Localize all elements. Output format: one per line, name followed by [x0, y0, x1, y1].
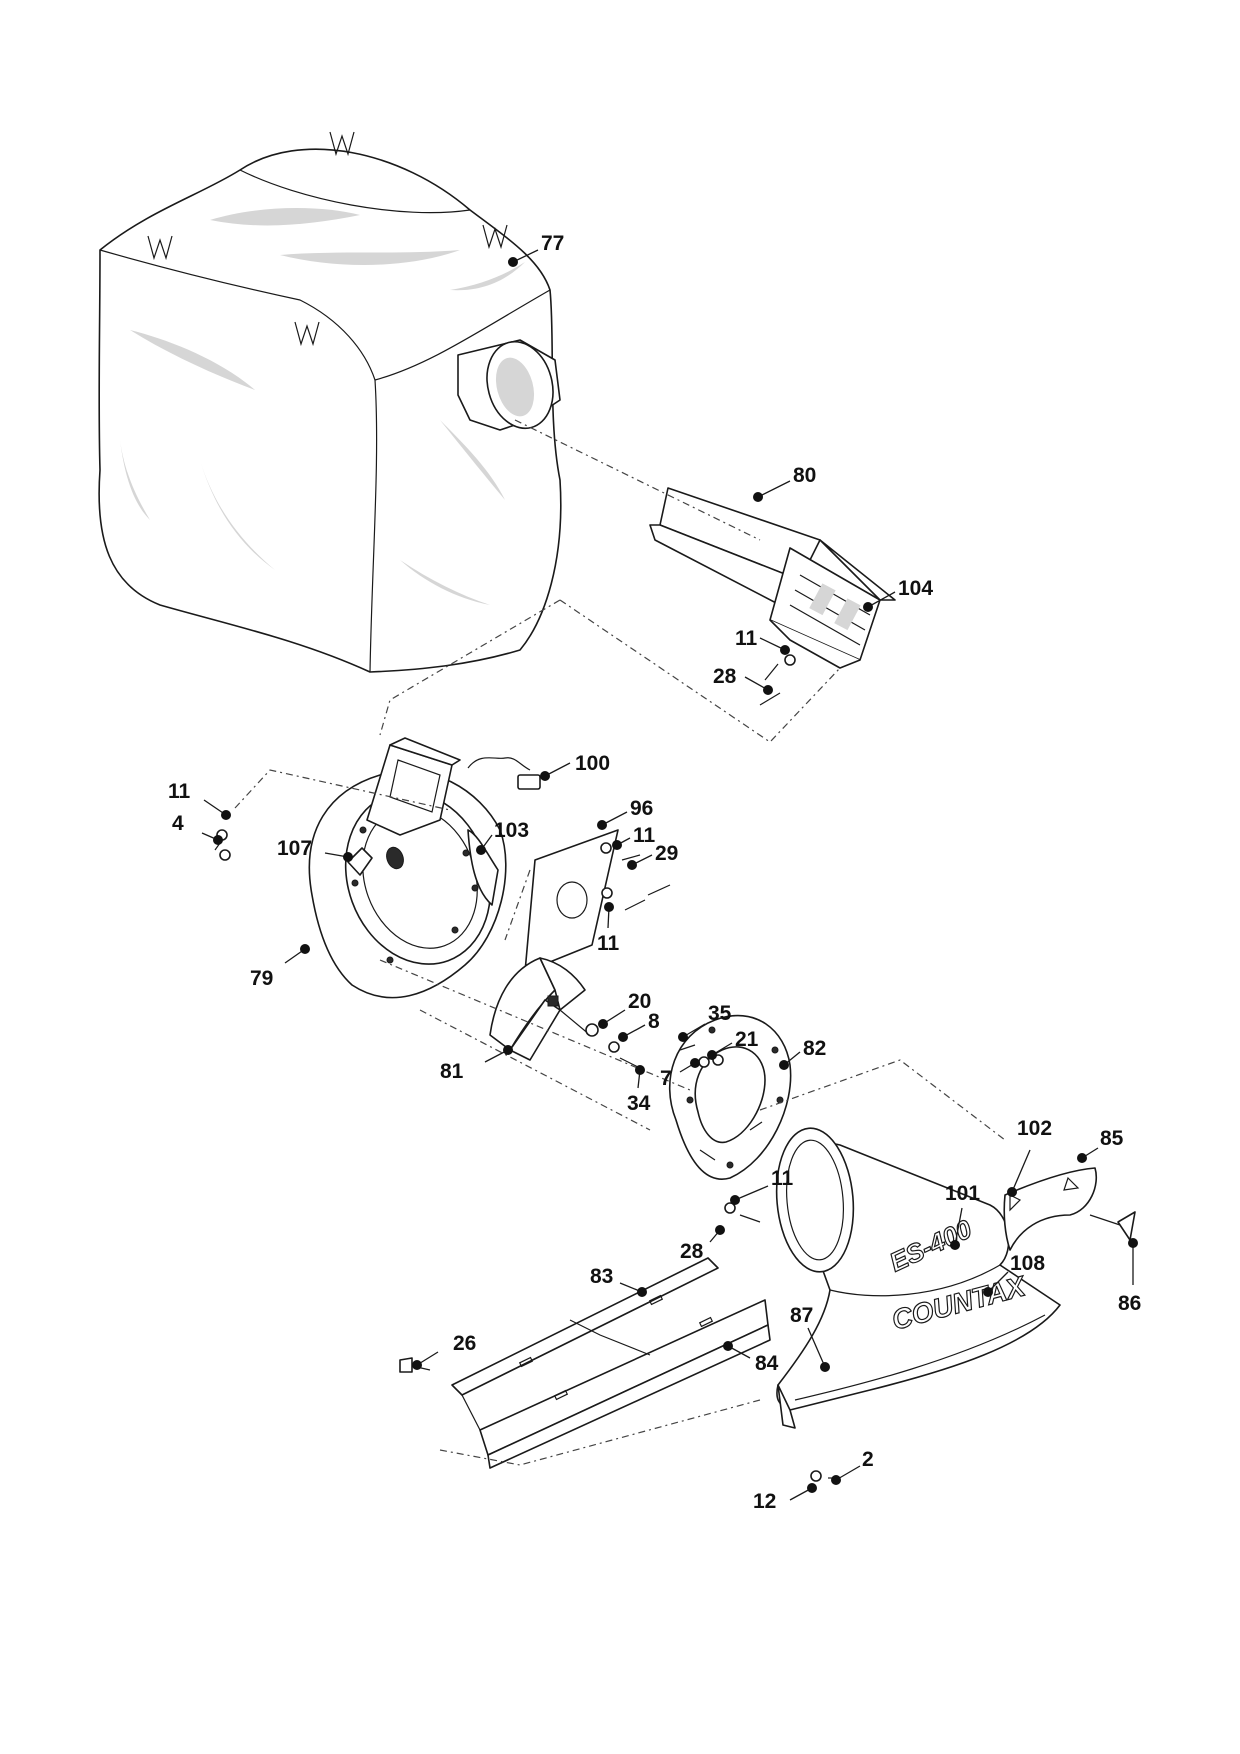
callout-4: 4 [172, 812, 184, 835]
callout-20: 20 [628, 990, 651, 1013]
callout-82: 82 [803, 1037, 826, 1060]
callout-11: 11 [771, 1167, 794, 1190]
assembly-lines [234, 419, 1006, 1466]
discharge-nozzle: ES-400 COUNTAX [775, 1127, 1061, 1429]
callout-108: 108 [1010, 1252, 1045, 1275]
callout-100: 100 [575, 752, 610, 775]
gasket-plate [524, 829, 619, 973]
callout-86: 86 [1118, 1292, 1141, 1315]
callout-7: 7 [660, 1067, 672, 1090]
callout-83: 83 [590, 1265, 613, 1288]
callout-28: 28 [713, 665, 737, 688]
callout-12: 12 [753, 1490, 776, 1513]
callout-85: 85 [1100, 1127, 1124, 1150]
skid-rails [451, 1257, 771, 1469]
callout-34: 34 [627, 1092, 651, 1115]
callout-29: 29 [655, 842, 678, 865]
callout-80: 80 [793, 464, 816, 487]
callout-11: 11 [735, 627, 758, 650]
callout-2: 2 [862, 1448, 874, 1471]
blower-housing [308, 737, 507, 999]
sensor-switch [467, 757, 541, 790]
callout-11: 11 [633, 824, 656, 847]
callout-35: 35 [708, 1002, 732, 1025]
callout-103: 103 [494, 819, 529, 842]
callout-8: 8 [648, 1010, 660, 1033]
callout-labels: 77 80 104 11 28 100 11 4 107 103 96 11 2… [168, 232, 1141, 1513]
callout-96: 96 [630, 797, 653, 820]
callout-79: 79 [250, 967, 273, 990]
callout-21: 21 [735, 1028, 759, 1051]
callout-104: 104 [898, 577, 933, 600]
callout-101: 101 [945, 1182, 980, 1205]
callout-11: 11 [597, 932, 620, 955]
knob-bolt [1089, 1211, 1136, 1241]
callout-leaders [201, 249, 1138, 1501]
callout-11: 11 [168, 780, 191, 803]
callout-84: 84 [755, 1352, 779, 1375]
adaptor-ring [668, 1014, 792, 1180]
impeller [489, 957, 591, 1061]
callout-81: 81 [440, 1060, 464, 1083]
collection-bag [98, 131, 562, 673]
callout-28: 28 [680, 1240, 704, 1263]
callout-102: 102 [1017, 1117, 1052, 1140]
callout-107: 107 [277, 837, 312, 860]
callout-87: 87 [790, 1304, 813, 1327]
callout-77: 77 [541, 232, 564, 255]
deflector-guard [1003, 1167, 1097, 1251]
chute-assembly [649, 487, 896, 669]
callout-26: 26 [453, 1332, 476, 1355]
